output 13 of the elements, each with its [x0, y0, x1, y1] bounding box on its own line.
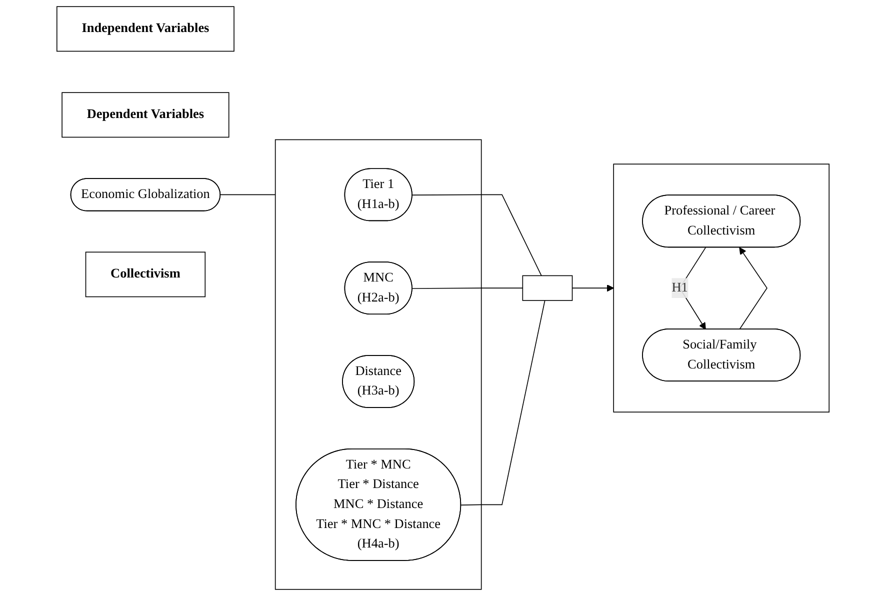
connector	[220, 194, 276, 196]
node-box	[522, 275, 573, 301]
cluster	[613, 164, 830, 412]
connector	[412, 194, 542, 276]
edge-label: H1	[672, 280, 688, 295]
cluster	[274, 139, 482, 590]
node-box: Dependent Variables	[62, 92, 230, 138]
arrow	[572, 284, 614, 292]
connector	[412, 288, 524, 289]
node-box: Independent Variables	[56, 6, 234, 52]
connector	[460, 300, 546, 506]
node-box: Collectivism	[85, 252, 206, 298]
arrow	[739, 247, 768, 330]
